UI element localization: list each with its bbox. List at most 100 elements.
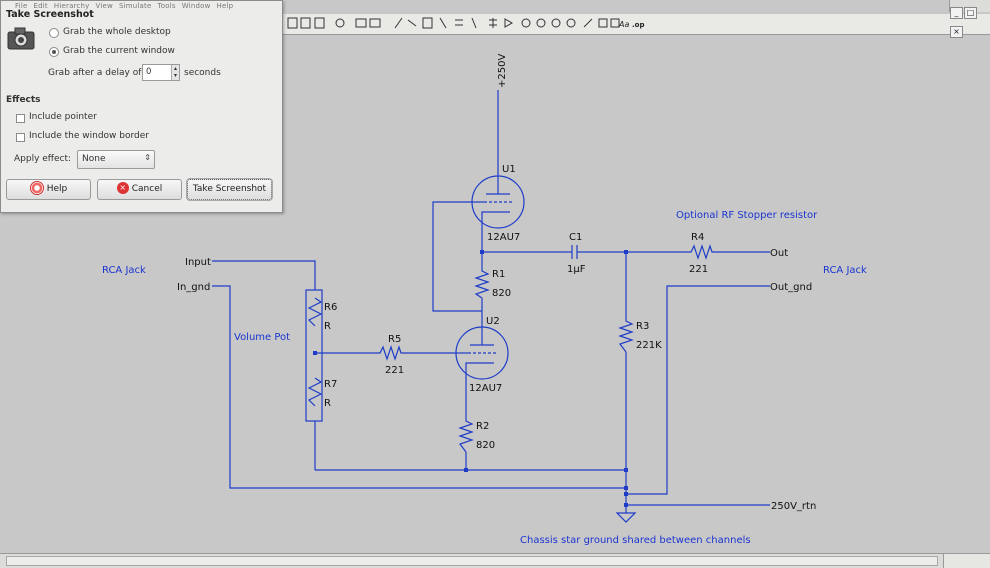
delay-label: Grab after a delay of	[48, 68, 142, 78]
apply-effect-label: Apply effect:	[14, 154, 72, 164]
r3-value: 221K	[636, 340, 662, 351]
delay-unit-label: seconds	[184, 68, 221, 78]
lifebuoy-icon	[29, 180, 44, 195]
menu-simulate[interactable]: Simulate	[118, 2, 152, 10]
print-icon	[355, 18, 367, 28]
include-pointer-label: Include pointer	[29, 112, 97, 122]
resistor-icon	[439, 17, 447, 29]
resistor-r1	[474, 268, 490, 299]
volume-pot-body	[305, 289, 323, 422]
star-ground-comment: Chassis star ground shared between chann…	[520, 535, 751, 546]
u1-type-label: 12AU7	[487, 232, 520, 243]
tube-u1	[471, 175, 525, 229]
r6-value: R	[324, 321, 331, 332]
delay-value: 0	[146, 67, 152, 77]
rtn-net-label: 250V_rtn	[771, 501, 816, 512]
include-border-label: Include the window border	[29, 131, 149, 141]
schematic-drawing: +250V U1 12AU7 U2 12AU7 R1 820 R2 820 R3…	[102, 54, 867, 546]
r3-label: R3	[636, 321, 649, 332]
supply-label: +250V	[497, 54, 508, 88]
paste-icon	[314, 17, 325, 29]
r2-value: 820	[476, 440, 495, 451]
in-gnd-net-label: In_gnd	[177, 282, 210, 293]
apply-effect-select[interactable]: None ⇕	[77, 150, 155, 169]
include-border-checkbox[interactable]	[16, 133, 25, 142]
resistor-r2	[458, 418, 474, 453]
capacitor-icon	[455, 19, 463, 26]
diode-icon	[489, 18, 497, 28]
spice-directive-icon: .op	[632, 21, 644, 29]
help-button-label: Help	[46, 184, 68, 194]
cancel-button[interactable]: ×Cancel	[97, 179, 182, 200]
copy-icon	[300, 17, 311, 29]
menu-hierarchy[interactable]: Hierarchy	[53, 2, 90, 10]
r5-label: R5	[388, 334, 401, 345]
r6-label: R6	[324, 302, 337, 313]
maximize-button[interactable]: □	[964, 7, 977, 19]
c1-value: 1µF	[567, 264, 586, 275]
radio-current-window[interactable]	[49, 47, 59, 57]
out-net-label: Out	[770, 248, 788, 259]
out-gnd-net-label: Out_gnd	[770, 282, 812, 293]
spinner-arrows-icon[interactable]: ▴▾	[171, 65, 179, 80]
print-preview-icon	[369, 18, 381, 28]
dialog-title: Take Screenshot	[6, 9, 94, 20]
input-net-label: Input	[185, 257, 211, 268]
ground-symbol	[615, 512, 637, 523]
r2-label: R2	[476, 421, 489, 432]
menu-help[interactable]: Help	[216, 2, 234, 10]
c1-label: C1	[569, 232, 582, 243]
tube-u2	[455, 326, 509, 380]
menu-window[interactable]: Window	[181, 2, 211, 10]
include-pointer-checkbox[interactable]	[16, 114, 25, 123]
capacitor-c1	[565, 245, 585, 259]
current-window-label: Grab the current window	[63, 46, 175, 56]
redo-icon	[566, 18, 576, 28]
delay-spinner[interactable]: 0 ▴▾	[142, 64, 180, 81]
resistor-r5	[377, 345, 403, 361]
menu-file[interactable]: File	[15, 2, 28, 10]
r4-label: R4	[691, 232, 704, 243]
take-screenshot-button[interactable]: Take Screenshot	[186, 178, 273, 201]
u2-label: U2	[486, 316, 500, 327]
radio-whole-desktop[interactable]	[49, 28, 59, 38]
r7-value: R	[324, 398, 331, 409]
resistor-r6	[307, 297, 323, 327]
r7-label: R7	[324, 379, 337, 390]
r1-label: R1	[492, 269, 505, 280]
resistor-r3	[618, 318, 634, 353]
whole-desktop-label: Grab the whole desktop	[63, 27, 171, 37]
scrollbar-thumb[interactable]	[6, 556, 938, 566]
undo-icon	[551, 18, 561, 28]
cancel-icon: ×	[116, 181, 129, 194]
find-icon	[335, 18, 345, 28]
menu-tools[interactable]: Tools	[157, 2, 176, 10]
u2-type-label: 12AU7	[469, 383, 502, 394]
junctions	[313, 250, 628, 507]
menu-edit[interactable]: Edit	[33, 2, 48, 10]
r5-value: 221	[385, 365, 404, 376]
menubar-behind-dialog: File Edit Hierarchy View Simulate Tools Window…	[15, 2, 239, 10]
rotate-icon	[583, 18, 593, 28]
cut-icon	[287, 17, 298, 29]
help-button[interactable]: Help	[6, 179, 91, 200]
move-icon	[521, 18, 531, 28]
drag-icon	[536, 18, 546, 28]
r4-value: 221	[689, 264, 708, 275]
aa-icon: Aa	[618, 20, 629, 29]
schematic-canvas[interactable]: +250V U1 12AU7 U2 12AU7 R1 820 R2 820 R3…	[0, 35, 990, 551]
component-icon	[504, 18, 514, 28]
toolbar-icons: Aa .op	[287, 17, 644, 29]
wires	[212, 90, 770, 513]
resistor-r4	[688, 244, 714, 260]
volume-pot-comment: Volume Pot	[234, 332, 290, 343]
label-net-icon	[422, 17, 433, 29]
cancel-button-label: Cancel	[131, 184, 163, 194]
close-button[interactable]: ×	[950, 26, 963, 38]
chevron-updown-icon: ⇕	[144, 153, 151, 162]
horizontal-scrollbar[interactable]	[0, 553, 990, 568]
minimize-button[interactable]: _	[950, 7, 963, 19]
menu-view[interactable]: View	[95, 2, 113, 10]
u1-label: U1	[502, 164, 516, 175]
resistor-r7	[307, 377, 323, 407]
